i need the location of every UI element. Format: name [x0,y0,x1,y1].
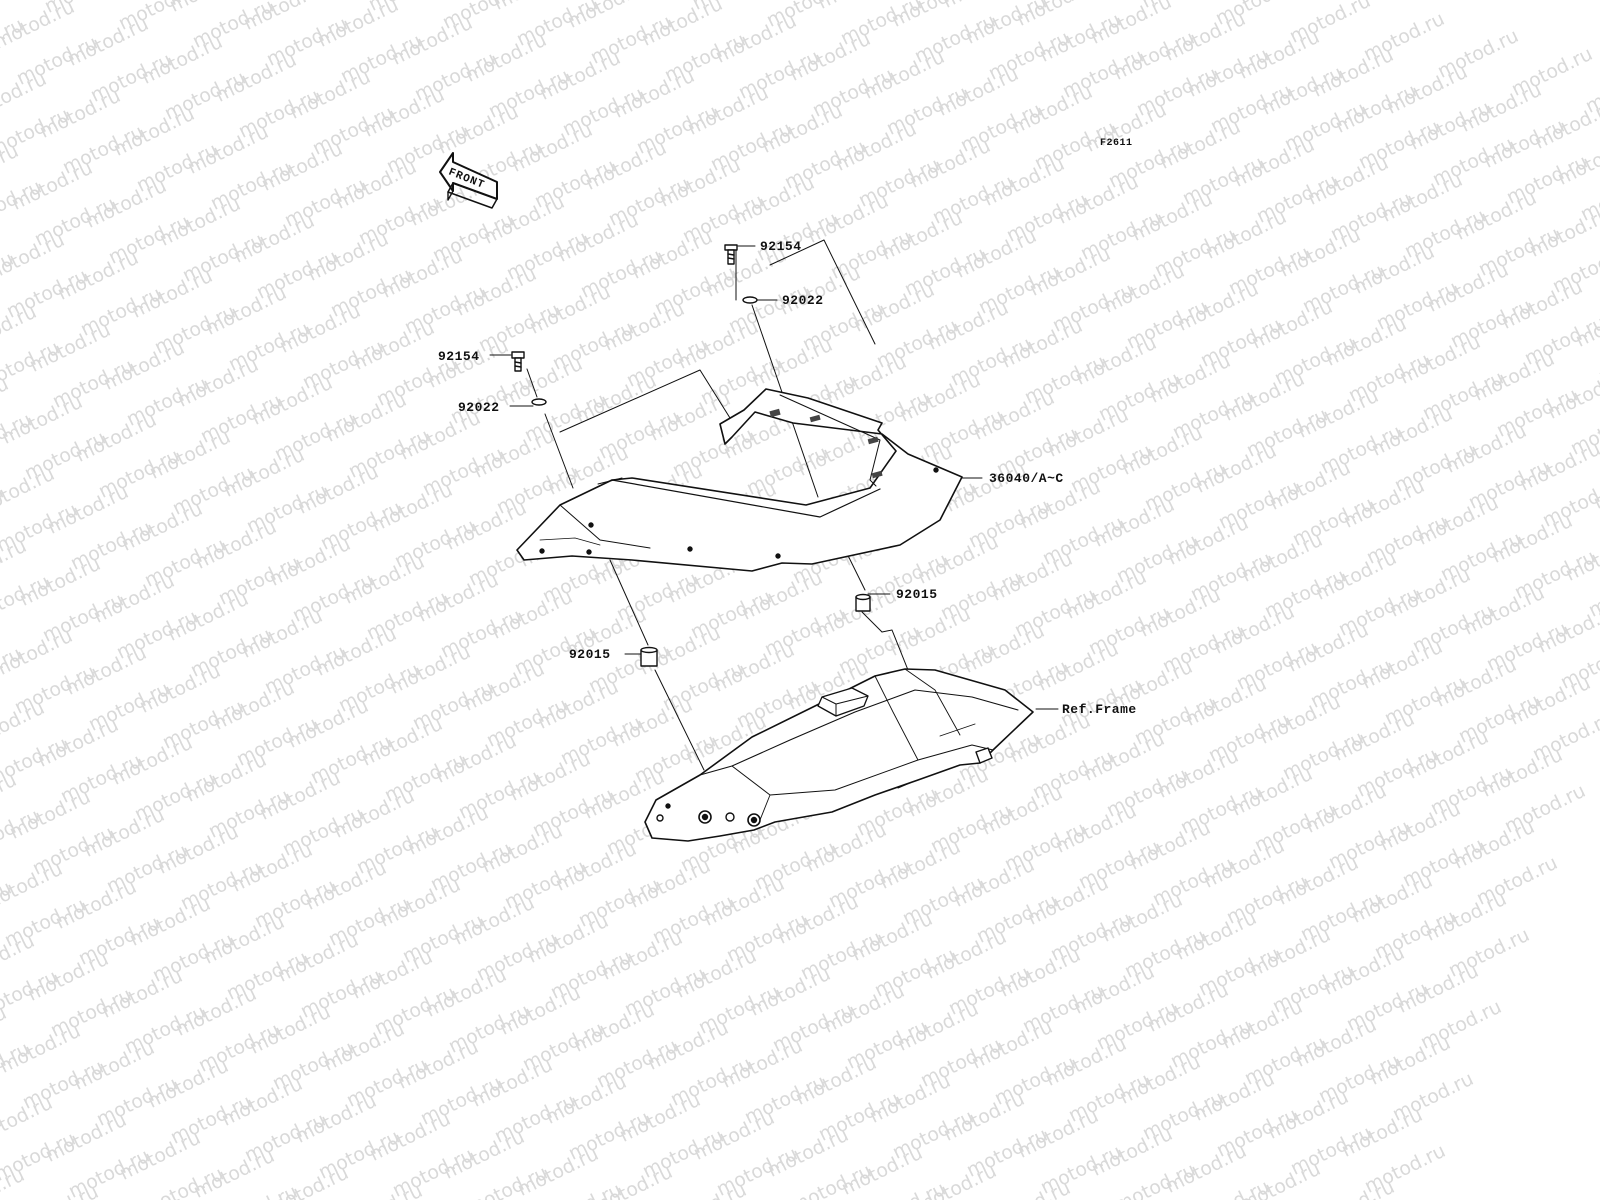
collar-right-icon [855,593,871,612]
rear-frame-part [644,668,1034,842]
seat-cover-part [516,388,963,572]
front-arrow-icon: FRONT [439,152,498,209]
figure-code: F2611 [1100,138,1133,149]
washer-upper-icon [742,296,758,304]
callout-ref-frame[interactable]: Ref.Frame [1062,702,1137,717]
bolt-upper-icon [724,244,738,265]
callout-92154-upper[interactable]: 92154 [760,239,802,254]
callout-92154-left[interactable]: 92154 [438,349,480,364]
leader-lines [489,239,1059,771]
callout-92015-right[interactable]: 92015 [896,587,938,602]
callout-92022-upper[interactable]: 92022 [782,293,824,308]
washer-left-icon [531,398,547,406]
callout-92022-left[interactable]: 92022 [458,400,500,415]
collar-left-icon [640,646,658,667]
bolt-left-icon [511,351,525,372]
callout-92015-left[interactable]: 92015 [569,647,611,662]
callout-36040[interactable]: 36040/A~C [989,471,1064,486]
